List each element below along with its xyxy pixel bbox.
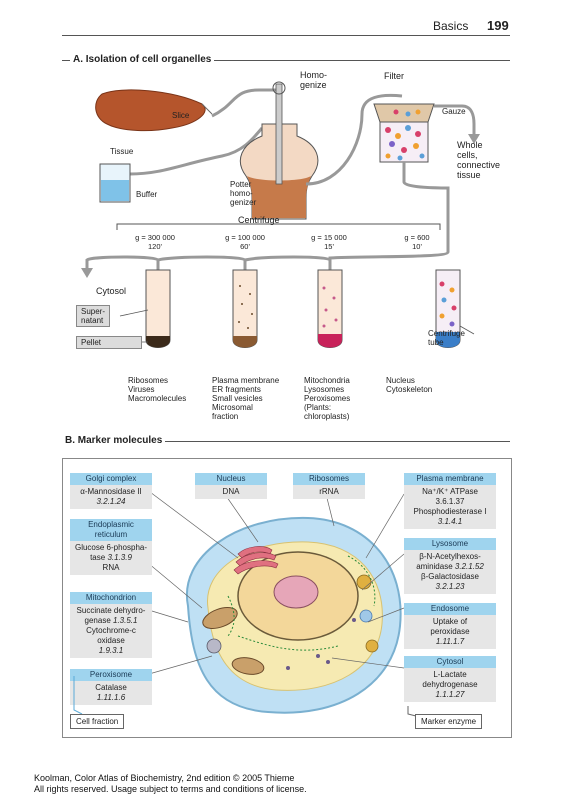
cell-fraction-legend: Cell fraction — [70, 714, 125, 729]
section-b-rule — [62, 441, 510, 442]
card-endosome-head: Endosome — [404, 603, 496, 615]
pointer-centrifuge-tube — [459, 325, 475, 335]
filter-gauze — [373, 103, 435, 123]
footer-line-2: All rights reserved. Usage subject to te… — [34, 784, 307, 794]
section-a-rule — [62, 60, 510, 61]
header-page-number: 199 — [487, 18, 509, 33]
nucleolus — [273, 575, 319, 609]
cytosol-label: Cytosol — [96, 286, 127, 296]
card-golgi-head: Golgi complex — [70, 473, 152, 485]
buffer-label: Buffer — [136, 190, 158, 199]
footer: Koolman, Color Atlas of Biochemistry, 2n… — [34, 773, 307, 795]
potter-contents — [247, 176, 311, 218]
card-perox-head: Peroxisome — [70, 669, 152, 681]
ribosomes — [286, 618, 356, 670]
supernatant-tag: Super- natant — [76, 305, 111, 327]
flow-potter-to-filter — [305, 93, 403, 186]
filter-label: Filter — [384, 71, 404, 81]
marker-enzyme-legend: Marker enzyme — [415, 714, 483, 729]
flow-tube4-to-tube3 — [328, 244, 450, 270]
flow-to-whole-cells — [434, 104, 476, 136]
card-cytosol-head: Cytosol — [404, 656, 496, 668]
flow-to-cytosol — [85, 255, 160, 270]
buffer-liquid — [101, 180, 129, 201]
card-lysosome-head: Lysosome — [404, 538, 496, 550]
fraction-4: Nucleus Cytoskeleton — [386, 376, 433, 394]
flow-tube2-to-tube1 — [156, 255, 247, 270]
endoplasmic-reticulum — [227, 555, 376, 651]
pointer-supernatant — [119, 309, 149, 317]
fraction-1: Ribosomes Viruses Macromolecules — [128, 376, 187, 403]
card-er: Endoplasmic reticulum Glucose 6-phospha-… — [70, 519, 152, 575]
flow-tube3-to-tube2 — [243, 255, 332, 270]
tube-2 — [232, 269, 258, 348]
flow-buffer-to-potter — [129, 127, 264, 176]
slice-line — [201, 103, 213, 115]
footer-line-1: Koolman, Color Atlas of Biochemistry, 2n… — [34, 773, 295, 783]
card-nucleus-head: Nucleus — [195, 473, 267, 485]
fraction-2: Plasma membrane ER fragments Small vesic… — [212, 376, 280, 421]
arrow-whole-cells — [468, 134, 480, 144]
potter-label: Potter homo- genizer — [230, 180, 257, 207]
tube-3 — [317, 269, 343, 348]
slice-label: Slice — [172, 111, 190, 120]
cell-illustration — [185, 516, 402, 714]
section-b-panel — [62, 458, 512, 738]
centrifuge-tube-label: Centrifuge tube — [428, 329, 465, 347]
header-section: Basics — [433, 19, 469, 33]
card-ribosomes: Ribosomes rRNA — [293, 473, 365, 499]
centrifuge-bracket — [116, 223, 441, 230]
card-ribosomes-head: Ribosomes — [293, 473, 365, 485]
legend-pointers — [73, 676, 417, 717]
fraction-3: Mitochondria Lysosomes Peroxisomes (Plan… — [304, 376, 351, 421]
flow-filter-to-centrifuge — [402, 162, 450, 244]
pellet-tag: Pellet — [76, 336, 142, 349]
golgi-complex — [233, 546, 279, 575]
card-plasma-head: Plasma membrane — [404, 473, 496, 485]
tube-1 — [145, 269, 171, 348]
potter-pestle — [275, 83, 283, 185]
section-a-title: A. Isolation of cell organelles — [70, 54, 215, 65]
endosome — [359, 609, 373, 623]
tissue-label: Tissue — [110, 147, 134, 156]
card-mitochondrion: Mitochondrion Succinate dehydro- genase … — [70, 592, 152, 658]
gauze-label: Gauze — [442, 107, 466, 116]
rotation-icon — [272, 81, 286, 95]
card-nucleus: Nucleus DNA — [195, 473, 267, 499]
homogenize-label: Homo- genize — [300, 70, 328, 90]
mitochondrion — [202, 607, 265, 675]
liver-tissue — [95, 89, 206, 132]
card-mito-head: Mitochondrion — [70, 592, 152, 604]
peroxisome — [206, 638, 222, 654]
isolation-diagram — [81, 81, 480, 348]
header-rule — [62, 35, 510, 36]
tube-4 — [435, 269, 461, 348]
section-b-title: B. Marker molecules — [62, 435, 166, 446]
arrow-cytosol — [81, 268, 93, 278]
centrifuge-label: Centrifuge — [238, 215, 280, 225]
card-er-head: Endoplasmic reticulum — [70, 519, 152, 541]
filter-cells — [385, 109, 425, 161]
card-lysosome: Lysosome β-N-Acetylhexos- aminidase 3.2.… — [404, 538, 496, 594]
flow-tissue-to-potter — [211, 88, 282, 118]
whole-cells-label: Whole cells, connective tissue — [457, 140, 501, 180]
